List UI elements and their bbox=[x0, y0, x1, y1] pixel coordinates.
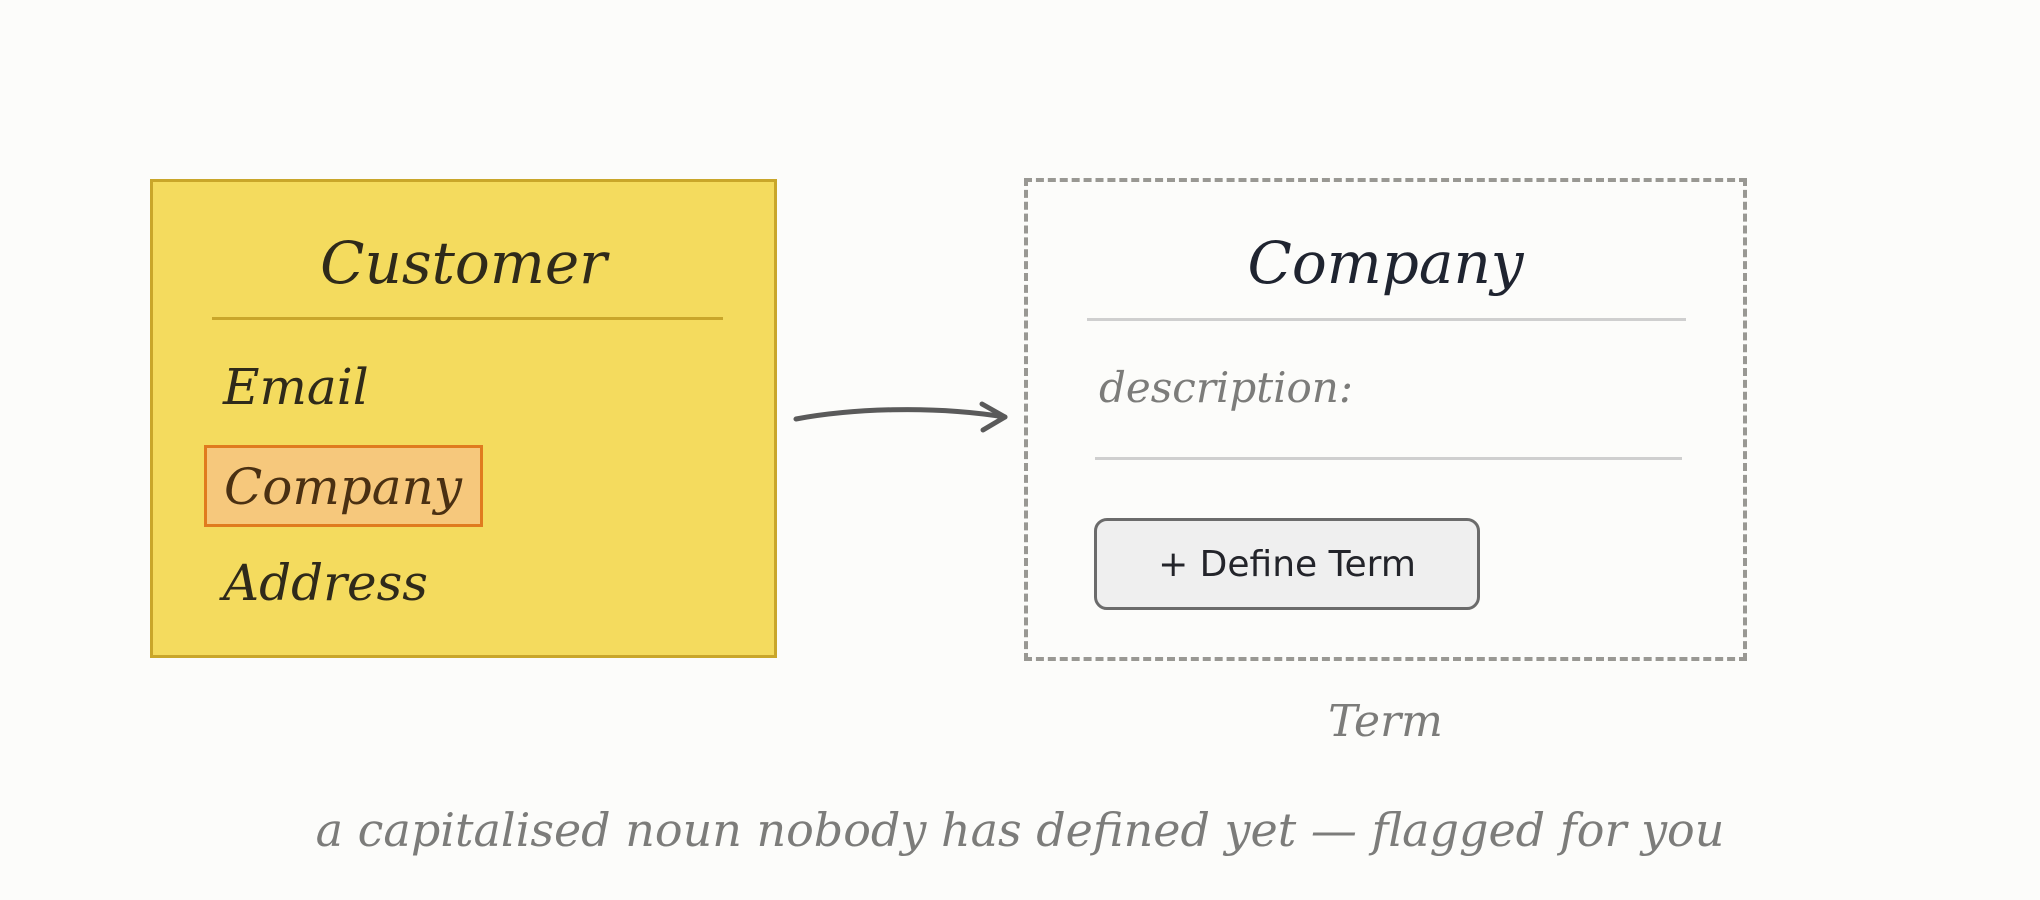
define-term-button[interactable]: + Define Term bbox=[1094, 518, 1480, 610]
field-company-highlighted[interactable]: Company bbox=[204, 445, 483, 527]
term-caption: Term bbox=[1328, 696, 1443, 747]
term-card: Company description: + Define Term bbox=[1024, 178, 1747, 661]
term-title: Company bbox=[1247, 229, 1524, 297]
customer-divider bbox=[212, 317, 723, 320]
description-line[interactable] bbox=[1095, 457, 1682, 460]
customer-card: Customer Email Company Address bbox=[150, 179, 777, 658]
term-divider bbox=[1087, 318, 1686, 321]
field-email[interactable]: Email bbox=[223, 358, 369, 416]
description-label: description: bbox=[1099, 363, 1354, 412]
customer-title: Customer bbox=[320, 229, 607, 297]
arrow-connector bbox=[793, 401, 1008, 433]
field-address[interactable]: Address bbox=[223, 554, 428, 612]
footer-caption: a capitalised noun nobody has defined ye… bbox=[315, 803, 1725, 857]
